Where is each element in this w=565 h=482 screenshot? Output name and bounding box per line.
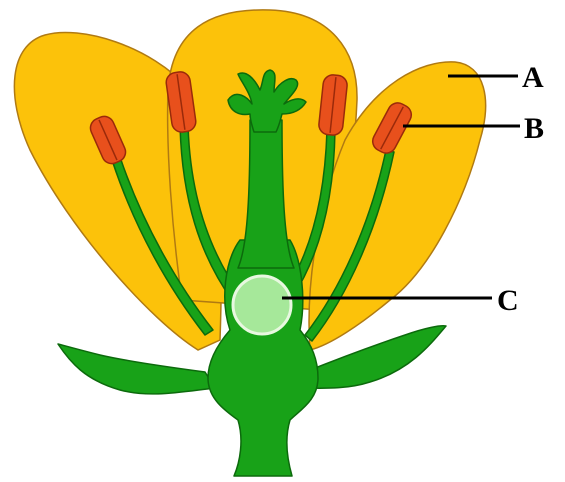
ovary (233, 276, 291, 334)
label-b: B (524, 112, 544, 145)
label-c: C (497, 284, 519, 317)
sepal-left (58, 344, 215, 394)
label-a: A (522, 61, 544, 94)
